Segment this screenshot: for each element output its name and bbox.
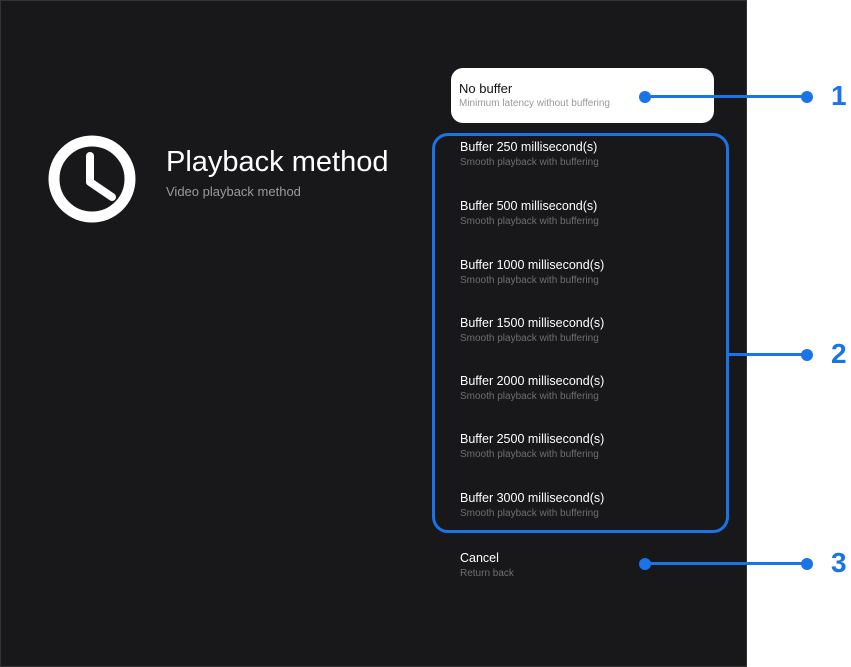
option-label: Buffer 3000 millisecond(s) — [460, 491, 605, 505]
option-label: Buffer 500 millisecond(s) — [460, 199, 598, 213]
cancel-label: Cancel — [460, 551, 499, 565]
option-buffer-500[interactable]: Buffer 500 millisecond(s) Smooth playback… — [460, 199, 599, 227]
option-buffer-2000[interactable]: Buffer 2000 millisecond(s) Smooth playbac… — [460, 374, 604, 402]
callout-3-number: 3 — [831, 547, 847, 578]
page-title: Playback method — [166, 146, 389, 178]
page-subtitle: Video playback method — [166, 184, 301, 199]
option-buffer-2500[interactable]: Buffer 2500 millisecond(s) Smooth playbac… — [460, 432, 604, 460]
clock-icon — [48, 135, 136, 223]
option-description: Smooth playback with buffering — [460, 275, 599, 286]
option-buffer-1000[interactable]: Buffer 1000 millisecond(s) Smooth playbac… — [460, 258, 604, 286]
option-label: Buffer 250 millisecond(s) — [460, 140, 598, 154]
callout-1-end-dot — [801, 91, 813, 103]
option-label: Buffer 1000 millisecond(s) — [460, 258, 605, 272]
callout-2-line — [729, 353, 807, 356]
callout-3-end-dot — [801, 558, 813, 570]
callout-1-number: 1 — [831, 80, 847, 111]
option-description: Smooth playback with buffering — [460, 391, 599, 402]
option-label: No buffer — [459, 81, 513, 96]
buffer-options-group — [432, 133, 729, 533]
cancel-description: Return back — [460, 568, 514, 579]
callout-3-line — [645, 562, 807, 565]
option-label: Buffer 1500 millisecond(s) — [460, 316, 605, 330]
option-label: Buffer 2500 millisecond(s) — [460, 432, 605, 446]
option-buffer-3000[interactable]: Buffer 3000 millisecond(s) Smooth playbac… — [460, 491, 604, 519]
callout-2-number: 2 — [831, 338, 847, 369]
option-description: Minimum latency without buffering — [459, 98, 610, 109]
option-description: Smooth playback with buffering — [460, 216, 599, 227]
callout-2-end-dot — [801, 349, 813, 361]
option-description: Smooth playback with buffering — [460, 157, 599, 168]
option-description: Smooth playback with buffering — [460, 449, 599, 460]
option-label: Buffer 2000 millisecond(s) — [460, 374, 605, 388]
option-buffer-250[interactable]: Buffer 250 millisecond(s) Smooth playback… — [460, 140, 599, 168]
option-buffer-1500[interactable]: Buffer 1500 millisecond(s) Smooth playbac… — [460, 316, 604, 344]
callout-1-line — [645, 95, 807, 98]
option-description: Smooth playback with buffering — [460, 508, 599, 519]
option-description: Smooth playback with buffering — [460, 333, 599, 344]
